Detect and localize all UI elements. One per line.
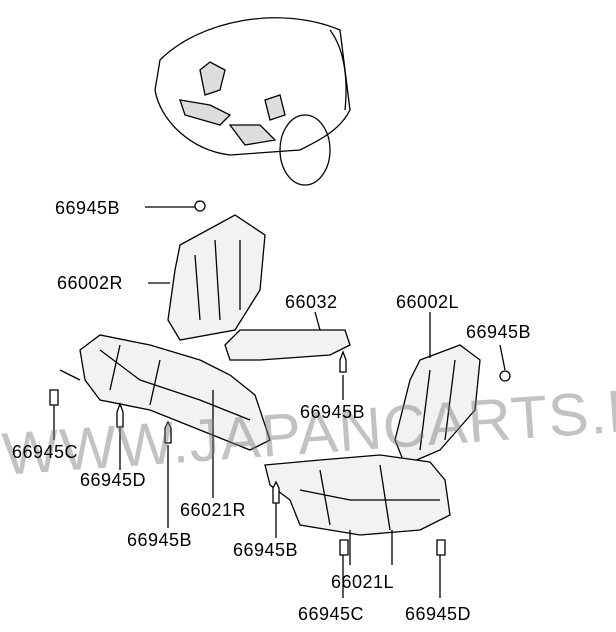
label-clip-right: 66945B bbox=[466, 322, 532, 342]
under-cover-l bbox=[264, 454, 451, 536]
car-overview bbox=[154, 17, 351, 186]
leader-lines bbox=[53, 206, 506, 598]
label-clip-d-left: 66945D bbox=[80, 470, 147, 490]
splash-shield-r bbox=[167, 214, 266, 341]
bracket-66032 bbox=[224, 329, 351, 361]
label-cover-l: 66021L bbox=[331, 572, 395, 592]
label-cover-r: 66021R bbox=[180, 500, 247, 520]
label-splash-r: 66002R bbox=[57, 273, 124, 293]
label-clip-b-center: 66945B bbox=[233, 540, 299, 560]
label-splash-l: 66002L bbox=[396, 292, 460, 312]
label-clip-top: 66945B bbox=[55, 198, 121, 218]
clips bbox=[49, 200, 511, 556]
label-clip-d-bottom: 66945D bbox=[405, 604, 472, 624]
label-clip-mid: 66945B bbox=[300, 402, 366, 422]
under-cover-r bbox=[79, 334, 271, 451]
splash-shield-l bbox=[394, 344, 481, 466]
label-bracket: 66032 bbox=[285, 292, 338, 312]
label-clip-c-left: 66945C bbox=[12, 442, 79, 462]
label-clip-c-bottom: 66945C bbox=[298, 604, 365, 624]
label-clip-b-left: 66945B bbox=[127, 530, 193, 550]
